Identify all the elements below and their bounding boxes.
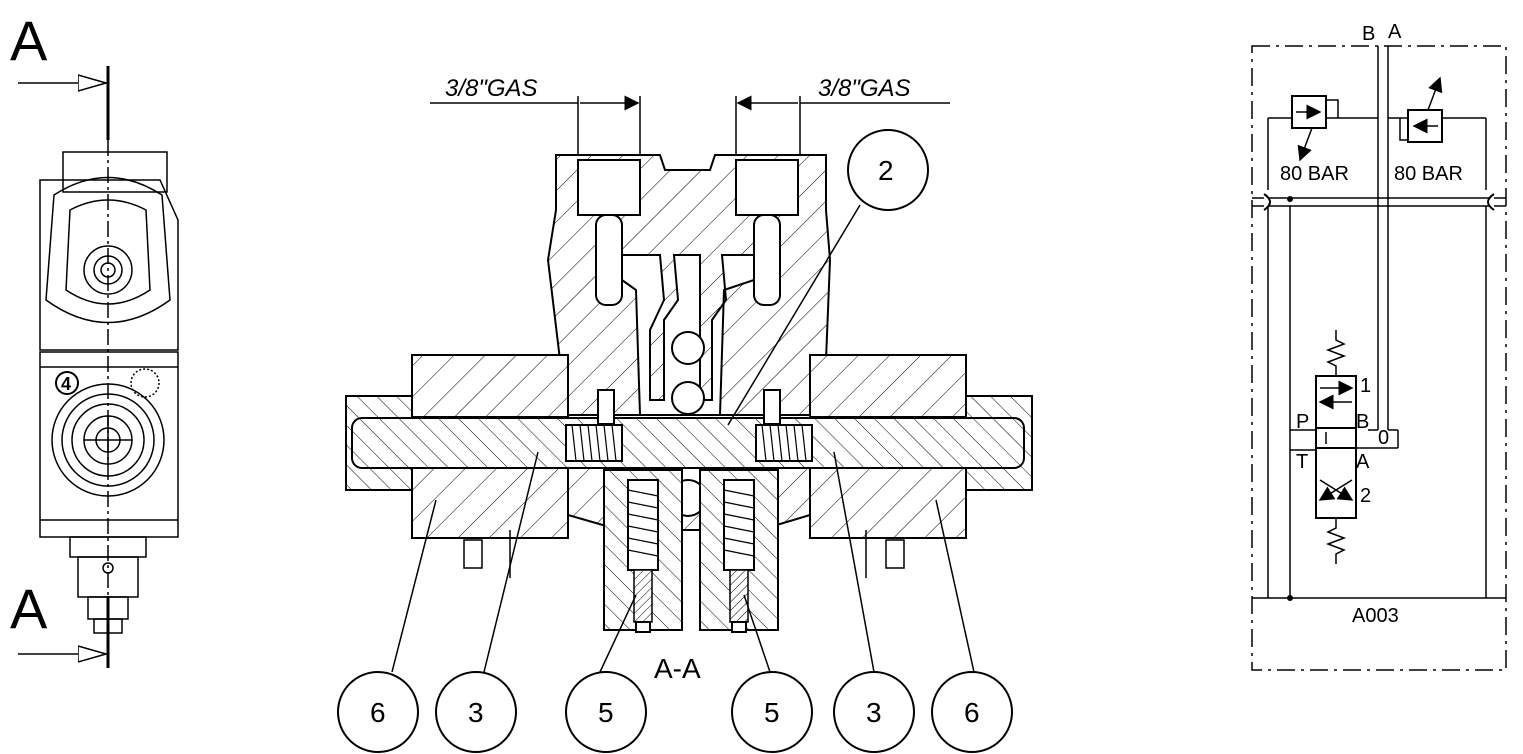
dcv-position-0 — [1315, 427, 1357, 449]
thread-label-right: 3/8"GAS — [818, 75, 911, 102]
dcv-spring-bottom — [1325, 518, 1347, 564]
balloon-5-left-label: 5 — [598, 697, 614, 728]
balloon-3-left-label: 3 — [468, 697, 484, 728]
relief-label-right: 80 BAR — [1394, 163, 1463, 185]
balloon-6-right-label: 6 — [964, 697, 980, 728]
side-view: A A 4 — [10, 9, 179, 668]
dcv-label-0: 0 — [1378, 427, 1389, 449]
side-upper-inner — [65, 199, 151, 305]
side-block-right-top — [809, 354, 967, 418]
side-knurled-knob — [130, 368, 160, 398]
check-ball-upper — [671, 331, 705, 365]
port-a-label: A — [1388, 21, 1402, 43]
balloon-5-left — [565, 671, 647, 753]
side-block-right-bottom — [809, 467, 967, 539]
side-block-left-top — [411, 354, 569, 418]
side-top-block — [62, 151, 168, 193]
section-mark-top: A — [10, 9, 48, 72]
dcv-port-p: P — [1296, 411, 1309, 433]
dcv-label-1: 1 — [1360, 375, 1371, 397]
dcv-spring-top — [1325, 330, 1347, 376]
spool — [351, 417, 1025, 469]
section-title: A-A — [654, 653, 701, 684]
dcv-port-t: T — [1296, 451, 1308, 473]
balloon-6-right — [931, 671, 1013, 753]
balloon-2-label: 2 — [878, 155, 894, 186]
side-upper-cap — [45, 176, 171, 324]
side-block-left-bottom — [411, 467, 569, 539]
schematic-code: A003 — [1352, 605, 1399, 627]
port-b-label: B — [1362, 23, 1375, 45]
dcv-port-b: B — [1356, 411, 1369, 433]
balloon-3-right — [833, 671, 915, 753]
balloon-6-left-label: 6 — [370, 697, 386, 728]
balloon-3-left — [435, 671, 517, 753]
hydraulic-schematic: B A 80 BAR 80 BAR — [1251, 21, 1507, 671]
schematic-frame — [1251, 45, 1507, 671]
balloon-2 — [847, 129, 929, 211]
section-view: 3/8"GAS 3/8"GAS — [337, 75, 1033, 753]
dcv-port-a: A — [1356, 451, 1370, 473]
balloon-3-right-label: 3 — [866, 697, 882, 728]
dcv-position-2 — [1315, 447, 1357, 519]
relief-label-left: 80 BAR — [1280, 163, 1349, 185]
thread-label-left: 3/8"GAS — [445, 75, 538, 102]
dcv-label-2: 2 — [1360, 485, 1371, 507]
port-left — [577, 159, 641, 216]
side-badge-number: 4 — [61, 374, 71, 394]
port-right — [735, 159, 799, 216]
section-mark-bottom: A — [10, 577, 48, 640]
balloon-5-right-label: 5 — [764, 697, 780, 728]
check-ball-lower — [671, 381, 705, 415]
side-upper-housing — [39, 179, 179, 351]
balloon-5-right — [731, 671, 813, 753]
side-upper-port — [83, 245, 133, 295]
balloon-6-left — [337, 671, 419, 753]
side-badge — [55, 371, 79, 395]
